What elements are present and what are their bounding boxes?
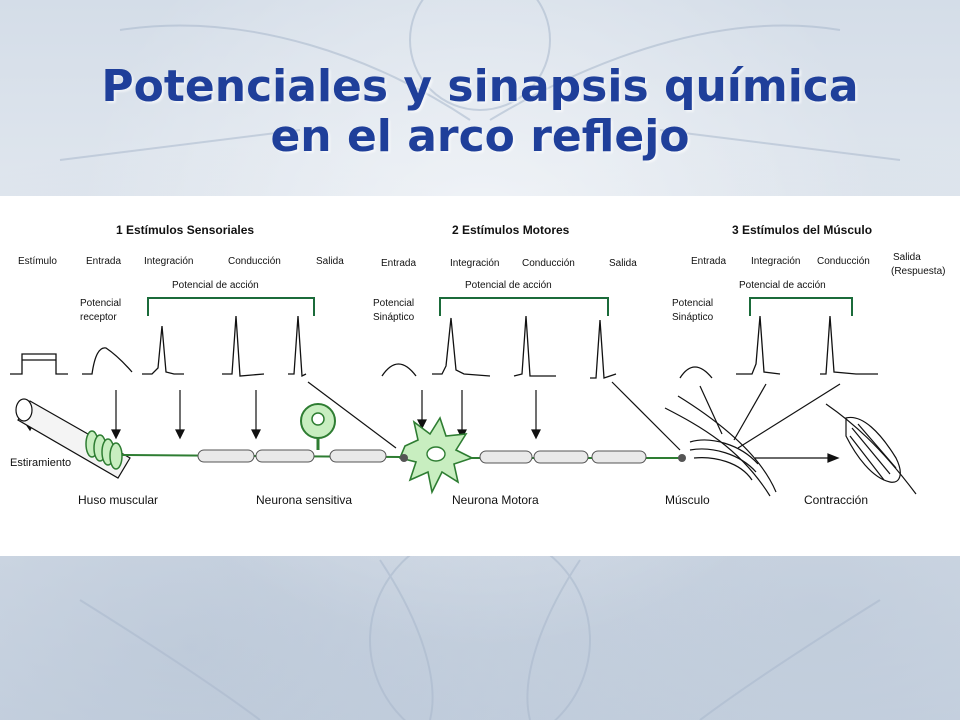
label-neurona-sensitiva: Neurona sensitiva (256, 493, 352, 507)
label-estimulo: Estímulo (18, 256, 57, 267)
section-muscle: 3 Estímulos del Músculo (732, 223, 872, 237)
label-estiramiento: Estiramiento (10, 457, 71, 469)
muscle-relaxed (664, 395, 777, 497)
reflex-arc-figure: 1 Estímulos Sensoriales 2 Estímulos Moto… (0, 196, 960, 556)
arrow-contraction (827, 453, 840, 463)
arrow-down-1 (111, 429, 121, 440)
section-sensory: 1 Estímulos Sensoriales (116, 223, 254, 237)
label-potencial-accion-3: Potencial de acción (739, 280, 826, 291)
sensory-axon (121, 403, 401, 463)
label-conduccion-2: Conducción (522, 258, 575, 269)
label-salida-1: Salida (316, 256, 344, 267)
label-integracion-2: Integración (450, 258, 499, 269)
label-salida-3: Salida (893, 252, 921, 263)
arrow-down-2 (175, 429, 185, 440)
label-integracion-3: Integración (751, 256, 800, 267)
muscle-contracted (825, 403, 917, 495)
action-potential-3a (736, 315, 781, 375)
synaptic-potential-wave-1 (381, 363, 417, 377)
label-potencial-accion-1: Potencial de acción (172, 280, 259, 291)
arrow-down-4 (417, 419, 427, 430)
arrow-down-3 (251, 429, 261, 440)
arrow-down-6 (531, 429, 541, 440)
label-potencial-sinaptico-b-2: Sináptico (672, 312, 714, 323)
label-potencial-sinaptico-b-1: Potencial (672, 298, 713, 309)
title-line-2: en el arco reflejo (270, 111, 690, 162)
label-potencial-accion-2: Potencial de acción (465, 280, 552, 291)
label-entrada-2: Entrada (381, 258, 416, 269)
receptor-potential-wave (82, 347, 133, 375)
reflex-arc-diagram: 1 Estímulos Sensoriales 2 Estímulos Moto… (10, 223, 945, 507)
action-potential-2c (590, 319, 617, 379)
bracket-accion-3 (749, 297, 853, 316)
label-entrada-3: Entrada (691, 256, 726, 267)
action-potential-1a (142, 325, 184, 375)
label-contraccion: Contracción (804, 493, 868, 507)
label-potencial-sinaptico-a-1: Potencial (373, 298, 414, 309)
label-huso-muscular: Huso muscular (78, 493, 158, 507)
action-potential-1b (222, 315, 265, 377)
label-potencial-sinaptico-a-2: Sináptico (373, 312, 415, 323)
label-salida-2: Salida (609, 258, 637, 269)
bracket-accion-2 (439, 297, 609, 316)
bracket-accion-1 (147, 297, 315, 316)
label-conduccion-3: Conducción (817, 256, 870, 267)
label-respuesta-3: (Respuesta) (891, 266, 945, 277)
label-potencial-receptor-1: Potencial (80, 298, 121, 309)
label-musculo: Músculo (665, 493, 710, 507)
stimulus-wave (10, 353, 68, 375)
label-entrada-1: Entrada (86, 256, 121, 267)
action-potential-3b (820, 315, 878, 375)
section-motor: 2 Estímulos Motores (452, 223, 570, 237)
title-line-1: Potenciales y sinapsis química (101, 61, 859, 112)
label-potencial-receptor-2: receptor (80, 312, 117, 323)
label-integracion-1: Integración (144, 256, 193, 267)
slide-title: Potenciales y sinapsis química en el arc… (0, 62, 960, 162)
label-neurona-motora: Neurona Motora (452, 493, 539, 507)
motor-neuron (398, 416, 686, 495)
synaptic-potential-wave-2 (679, 366, 713, 379)
action-potential-2a (432, 317, 491, 377)
label-conduccion-1: Conducción (228, 256, 281, 267)
action-potential-2b (513, 315, 556, 377)
muscle-spindle (15, 398, 131, 479)
action-potential-1c (288, 315, 307, 378)
